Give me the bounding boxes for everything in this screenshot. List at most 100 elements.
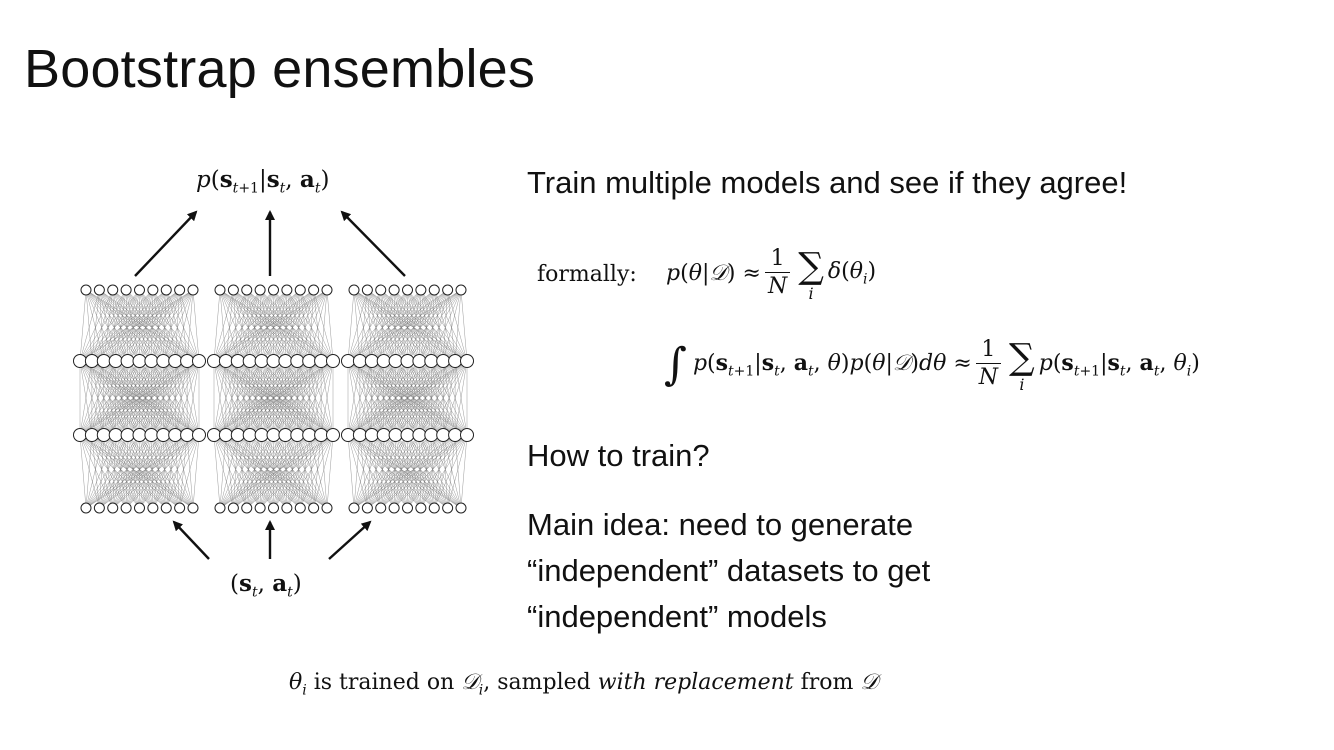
neuron-node: [268, 502, 279, 514]
neuron-node: [227, 284, 239, 296]
neuron-node: [156, 354, 171, 368]
neuron-node: [214, 502, 226, 514]
neuron-node: [230, 354, 245, 368]
neuron-node: [268, 284, 279, 296]
neuron-node: [412, 428, 427, 442]
neuron-node: [147, 502, 159, 514]
neuron-node: [448, 428, 463, 442]
neuron-node: [376, 354, 391, 368]
neuron-node: [460, 354, 474, 368]
neuron-node: [207, 354, 221, 368]
neuron-node: [376, 428, 391, 442]
neuron-node: [364, 354, 379, 368]
neuron-node: [352, 354, 367, 368]
neuron-node: [160, 502, 172, 514]
neuron-node: [180, 428, 195, 442]
neuron-node: [266, 428, 281, 442]
neuron-node: [254, 284, 266, 296]
neuron-node: [455, 284, 467, 296]
formally-label: formally:: [537, 262, 637, 287]
neuron-node: [436, 428, 451, 442]
neuron-node: [424, 428, 439, 442]
footnote-bootstrap-sampling: θi is trained on 𝒟i, sampled with replac…: [289, 670, 878, 699]
neuron-node: [321, 284, 333, 296]
neuron-node: [326, 354, 340, 368]
neuron-node: [120, 284, 132, 296]
neuron-node: [341, 428, 355, 442]
bullet-how-to-train: How to train?: [527, 438, 710, 473]
neuron-node: [308, 502, 320, 514]
neuron-node: [388, 284, 400, 296]
neuron-node: [428, 502, 440, 514]
neuron-node: [442, 284, 454, 296]
neuron-node: [448, 354, 463, 368]
arrow-net1-to-output: [134, 210, 198, 277]
neuron-node: [108, 428, 123, 442]
neuron-node: [80, 502, 92, 514]
neuron-node: [326, 428, 340, 442]
neuron-node: [254, 354, 269, 368]
neuron-node: [314, 354, 329, 368]
neuron-node: [134, 284, 145, 296]
network-1: [73, 284, 206, 514]
neuron-node: [192, 354, 206, 368]
neuron-node: [96, 428, 111, 442]
neuron-node: [341, 354, 355, 368]
neuron-node: [242, 428, 257, 442]
input-state-action-label: (st, at): [230, 570, 302, 601]
neuron-node: [84, 428, 99, 442]
neuron-node: [254, 428, 269, 442]
neuron-node: [107, 502, 119, 514]
neuron-node: [281, 284, 293, 296]
neuron-node: [455, 502, 467, 514]
neuron-node: [361, 284, 373, 296]
integral-symbol: ∫: [664, 338, 687, 390]
neuron-node: [402, 284, 413, 296]
neuron-node: [388, 428, 403, 442]
neuron-node: [294, 502, 306, 514]
neuron-node: [144, 354, 159, 368]
neuron-node: [230, 428, 245, 442]
neuron-node: [442, 502, 454, 514]
neuron-node: [108, 354, 123, 368]
neuron-node: [415, 502, 427, 514]
neuron-node: [241, 284, 253, 296]
neuron-node: [314, 428, 329, 442]
neuron-node: [388, 502, 400, 514]
network-connections: [213, 289, 334, 509]
arrow-input-to-net1: [172, 520, 210, 560]
neuron-node: [192, 428, 206, 442]
neuron-node: [218, 354, 233, 368]
neuron-node: [174, 502, 186, 514]
neuron-node: [254, 502, 266, 514]
neuron-node: [361, 502, 373, 514]
neuron-node: [436, 354, 451, 368]
neuron-node: [302, 428, 317, 442]
bullet-train-multiple: Train multiple models and see if they ag…: [527, 165, 1128, 200]
neuron-node: [80, 284, 92, 296]
neuron-node: [308, 284, 320, 296]
neuron-node: [400, 428, 415, 442]
neuron-node: [132, 428, 147, 442]
neuron-node: [168, 428, 183, 442]
neuron-node: [187, 284, 199, 296]
arrow-net3-to-output: [340, 210, 406, 277]
neuron-node: [241, 502, 253, 514]
neuron-node: [120, 354, 135, 368]
neuron-node: [156, 428, 171, 442]
neuron-node: [294, 284, 306, 296]
neuron-node: [96, 354, 111, 368]
neuron-node: [84, 354, 99, 368]
neuron-node: [73, 428, 87, 442]
neuron-node: [134, 502, 145, 514]
neuron-node: [73, 354, 87, 368]
neuron-node: [388, 354, 403, 368]
neuron-node: [412, 354, 427, 368]
neuron-node: [281, 502, 293, 514]
neuron-node: [290, 428, 305, 442]
neuron-node: [93, 502, 105, 514]
network-2: [207, 284, 340, 514]
neuron-node: [402, 502, 413, 514]
